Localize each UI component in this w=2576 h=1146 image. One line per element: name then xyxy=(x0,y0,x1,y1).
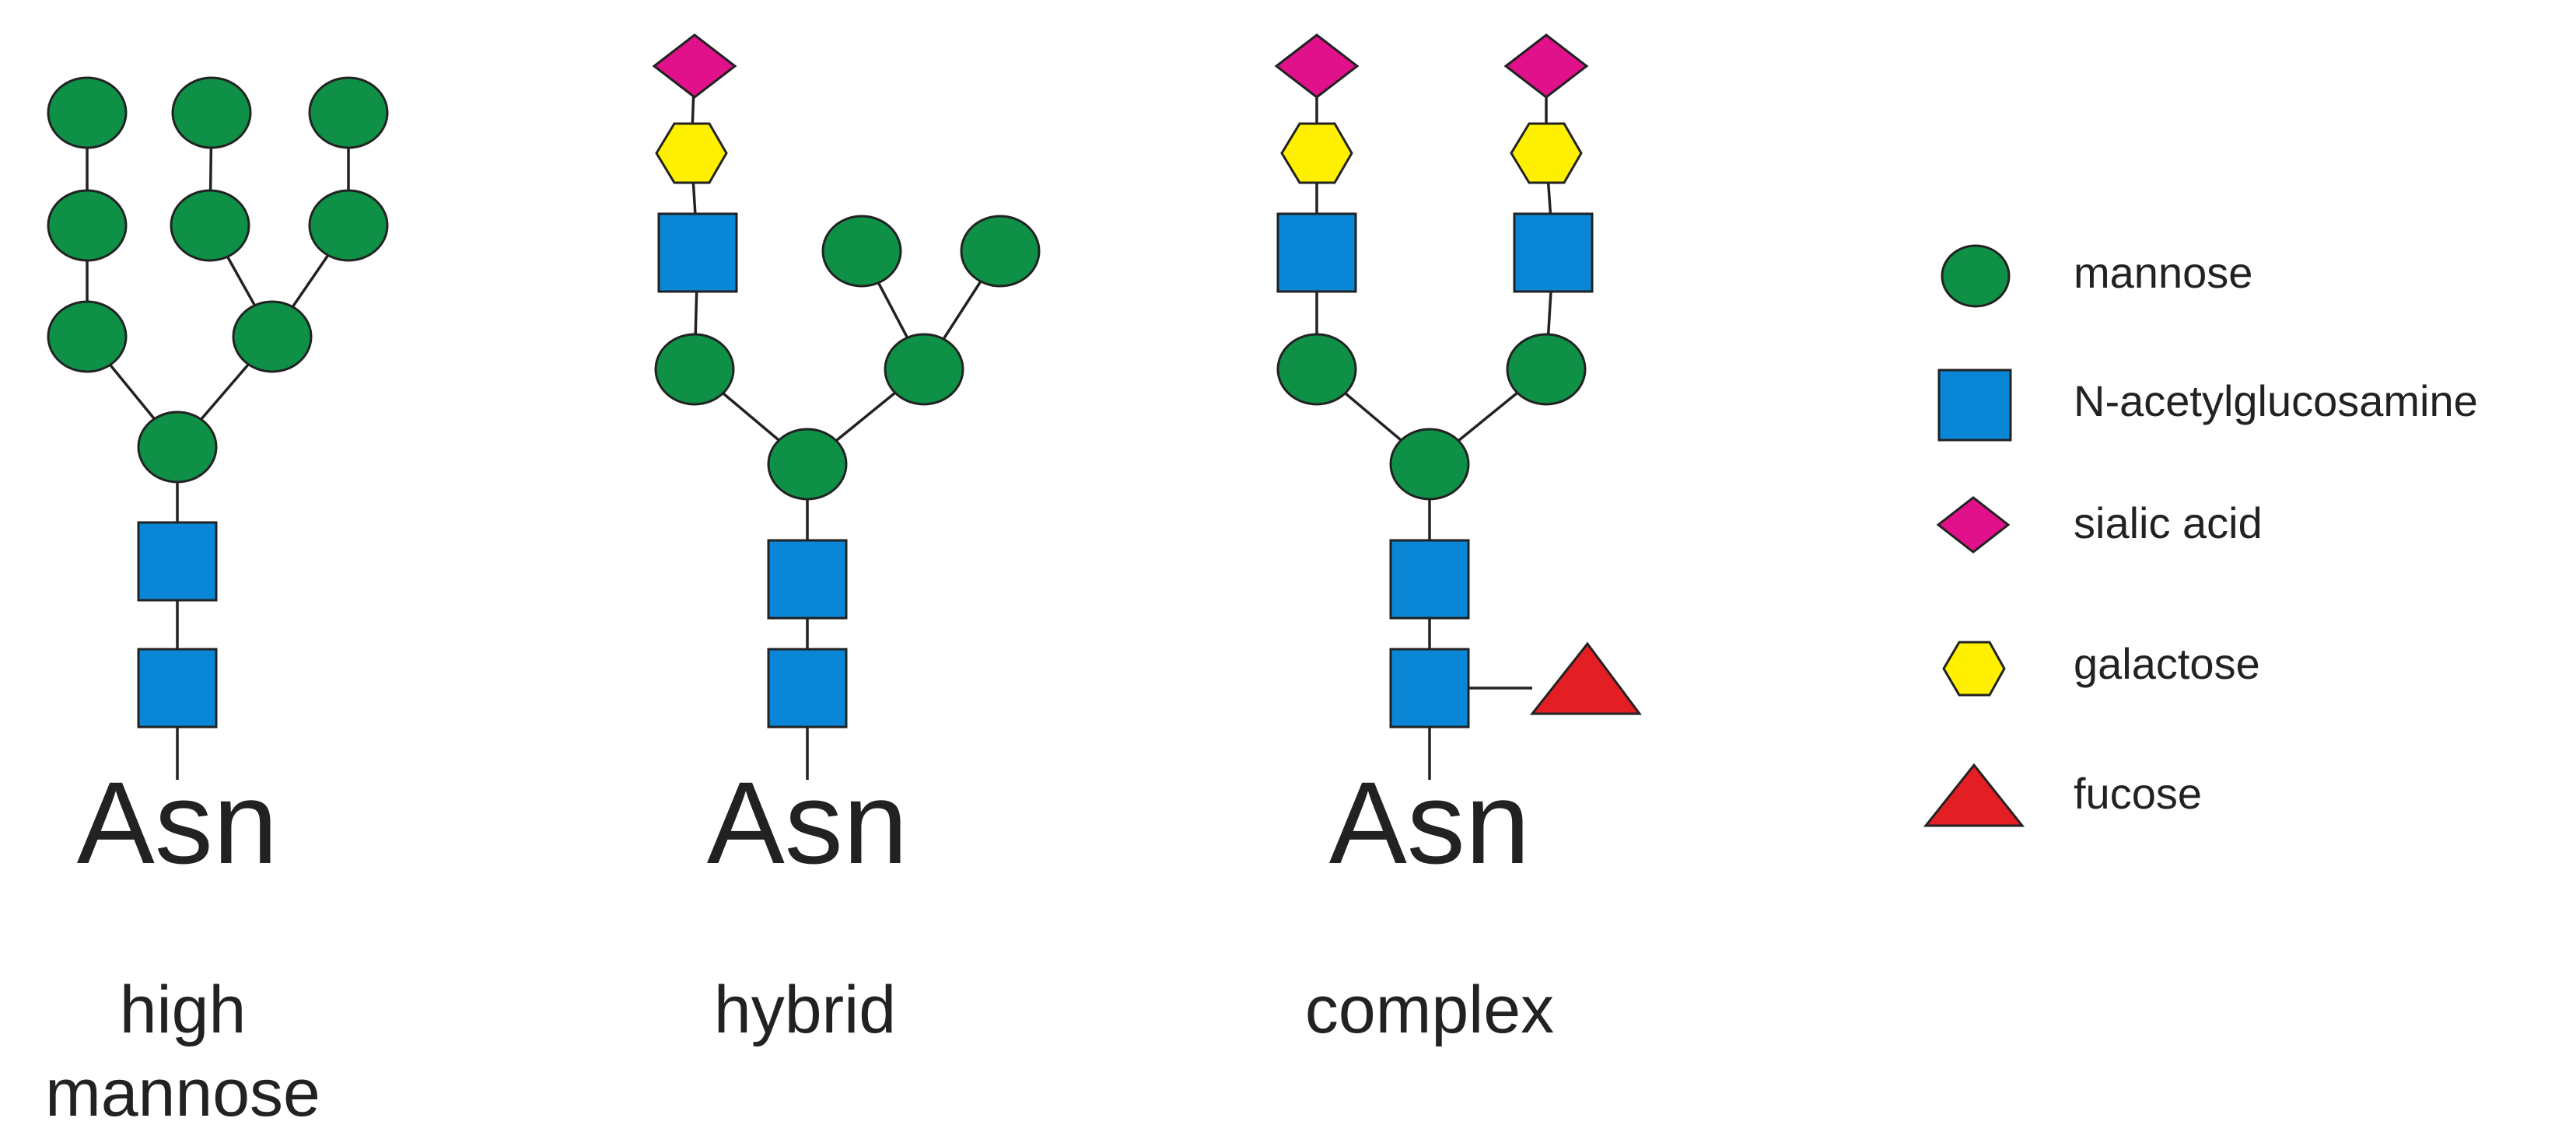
mannose-circle xyxy=(171,76,252,149)
mannose-circle xyxy=(960,215,1041,288)
glcnac-square xyxy=(767,648,848,728)
asn-label: Asn xyxy=(1329,757,1530,888)
legend-label: N-acetylglucosamine xyxy=(2074,376,2478,425)
mannose-circle xyxy=(137,411,218,484)
glcnac-square xyxy=(1276,212,1357,293)
legend-item-glcnac: N-acetylglucosamine xyxy=(1937,369,2478,442)
hybrid-structure: Asn hybrid xyxy=(652,33,1041,1047)
structure-label: hybrid xyxy=(714,973,896,1047)
mannose-circle xyxy=(47,300,128,373)
glcnac-square xyxy=(137,521,218,602)
mannose-circle xyxy=(232,300,313,373)
sialic-acid-icon xyxy=(1936,496,2011,554)
mannose-circle xyxy=(821,215,902,288)
legend-label: mannose xyxy=(2074,248,2252,297)
galactose-hexagon xyxy=(655,122,728,184)
mannose-circle xyxy=(170,189,250,262)
glcnac-square xyxy=(1513,212,1594,293)
structure-label: high xyxy=(120,973,247,1047)
sialic-acid-diamond xyxy=(1274,33,1360,99)
structure-label: complex xyxy=(1305,973,1554,1047)
legend-label: galactose xyxy=(2074,639,2260,688)
fucose-icon xyxy=(1923,763,2025,827)
mannose-circle xyxy=(47,76,128,149)
legend-item-galactose: galactose xyxy=(1942,639,2260,697)
sialic-acid-diamond xyxy=(652,33,737,99)
glcnac-icon xyxy=(1937,369,2012,442)
mannose-circle xyxy=(308,76,389,149)
mannose-circle xyxy=(654,333,735,406)
glcnac-square xyxy=(137,648,218,728)
mannose-circle xyxy=(47,189,128,262)
mannose-circle xyxy=(767,428,848,501)
asn-label: Asn xyxy=(707,757,908,888)
legend-label: sialic acid xyxy=(2074,498,2263,547)
mannose-circle xyxy=(884,333,964,406)
legend-item-fucose: fucose xyxy=(1923,763,2202,827)
galactose-hexagon xyxy=(1280,122,1353,184)
glcnac-square xyxy=(1389,539,1470,620)
glcnac-square xyxy=(1389,648,1470,728)
legend-item-sialic-acid: sialic acid xyxy=(1936,496,2263,554)
mannose-icon xyxy=(1941,244,2011,308)
galactose-hexagon xyxy=(1510,122,1583,184)
complex-structure: Asn complex xyxy=(1274,33,1642,1047)
glcnac-square xyxy=(767,539,848,620)
mannose-circle xyxy=(1389,428,1470,501)
legend: mannose N-acetylglucosamine sialic acid … xyxy=(1923,244,2478,827)
glcnac-square xyxy=(657,212,738,293)
legend-label: fucose xyxy=(2074,769,2202,818)
galactose-icon xyxy=(1942,641,2006,697)
asn-label: Asn xyxy=(77,757,278,888)
legend-item-mannose: mannose xyxy=(1941,244,2252,308)
high-mannose-structure: Asn high mannose xyxy=(45,76,389,1130)
structure-label: mannose xyxy=(45,1056,320,1130)
mannose-circle xyxy=(308,189,389,262)
mannose-circle xyxy=(1506,333,1587,406)
fucose-triangle xyxy=(1529,641,1642,715)
mannose-circle xyxy=(1276,333,1357,406)
sialic-acid-diamond xyxy=(1503,33,1589,99)
